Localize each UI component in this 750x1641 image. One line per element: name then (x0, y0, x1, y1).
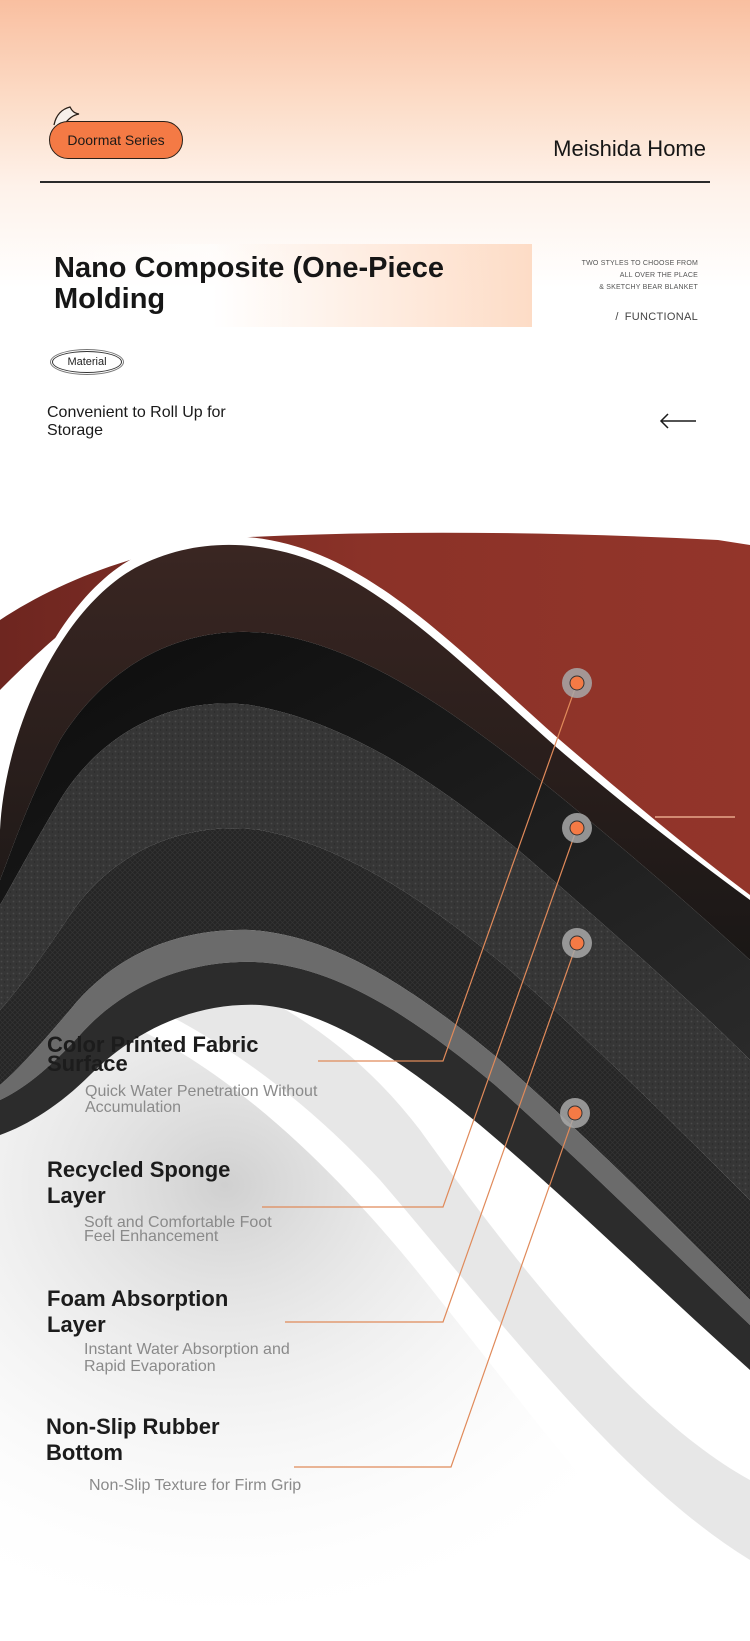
page-title: Nano Composite (One-Piece Molding (54, 252, 444, 315)
layer-desc-fabric: Quick Water Penetration Without Accumula… (85, 1083, 318, 1116)
header-divider (40, 181, 710, 183)
functional-text: FUNCTIONAL (624, 311, 698, 323)
layer-title-sponge: Recycled Sponge Layer (47, 1157, 231, 1208)
layer-title-fabric: Color Printed Fabric Surface (47, 1032, 259, 1076)
arrow-left-icon (659, 413, 696, 429)
callout-line-fabric (318, 682, 578, 1062)
material-badge-ring (50, 349, 124, 375)
mat-cross-section-illustration (0, 532, 750, 1641)
layer-desc-foam: Instant Water Absorption and Rapid Evapo… (84, 1341, 290, 1375)
brand-name: Meishida Home (553, 136, 706, 161)
bird-icon (53, 106, 80, 126)
tagline-line: TWO STYLES TO CHOOSE FROM (581, 260, 698, 267)
marker-dot-rubber (560, 1098, 590, 1128)
layer-title-foam: Foam Absorption Layer (47, 1286, 229, 1337)
material-badge: Material (52, 351, 122, 373)
tagline-line: & SKETCHY BEAR BLANKET (599, 284, 698, 291)
material-label: Material (67, 356, 107, 368)
slash-icon: / (615, 311, 619, 323)
marker-dot-sponge (562, 813, 592, 843)
series-label: Doormat Series (67, 132, 165, 148)
roll-up-text: Convenient to Roll Up for Storage (47, 404, 226, 439)
series-badge: Doormat Series (49, 121, 183, 159)
marker-dot-foam (562, 928, 592, 958)
callout-line-rubber (294, 1112, 576, 1468)
layer-title-rubber: Non-Slip Rubber Bottom (46, 1414, 220, 1465)
functional-label: / FUNCTIONAL (615, 311, 698, 323)
callout-line-foam (285, 942, 578, 1323)
title-highlight-band (40, 244, 532, 327)
tagline-line: ALL OVER THE PLACE (619, 272, 698, 279)
callout-line-sponge (262, 827, 578, 1208)
tagline: TWO STYLES TO CHOOSE FROM ALL OVER THE P… (528, 258, 698, 294)
layer-desc-rubber: Non-Slip Texture for Firm Grip (89, 1477, 302, 1494)
layer-desc-sponge: Soft and Comfortable Foot Feel Enhanceme… (84, 1214, 272, 1245)
marker-dot-fabric (562, 668, 592, 698)
